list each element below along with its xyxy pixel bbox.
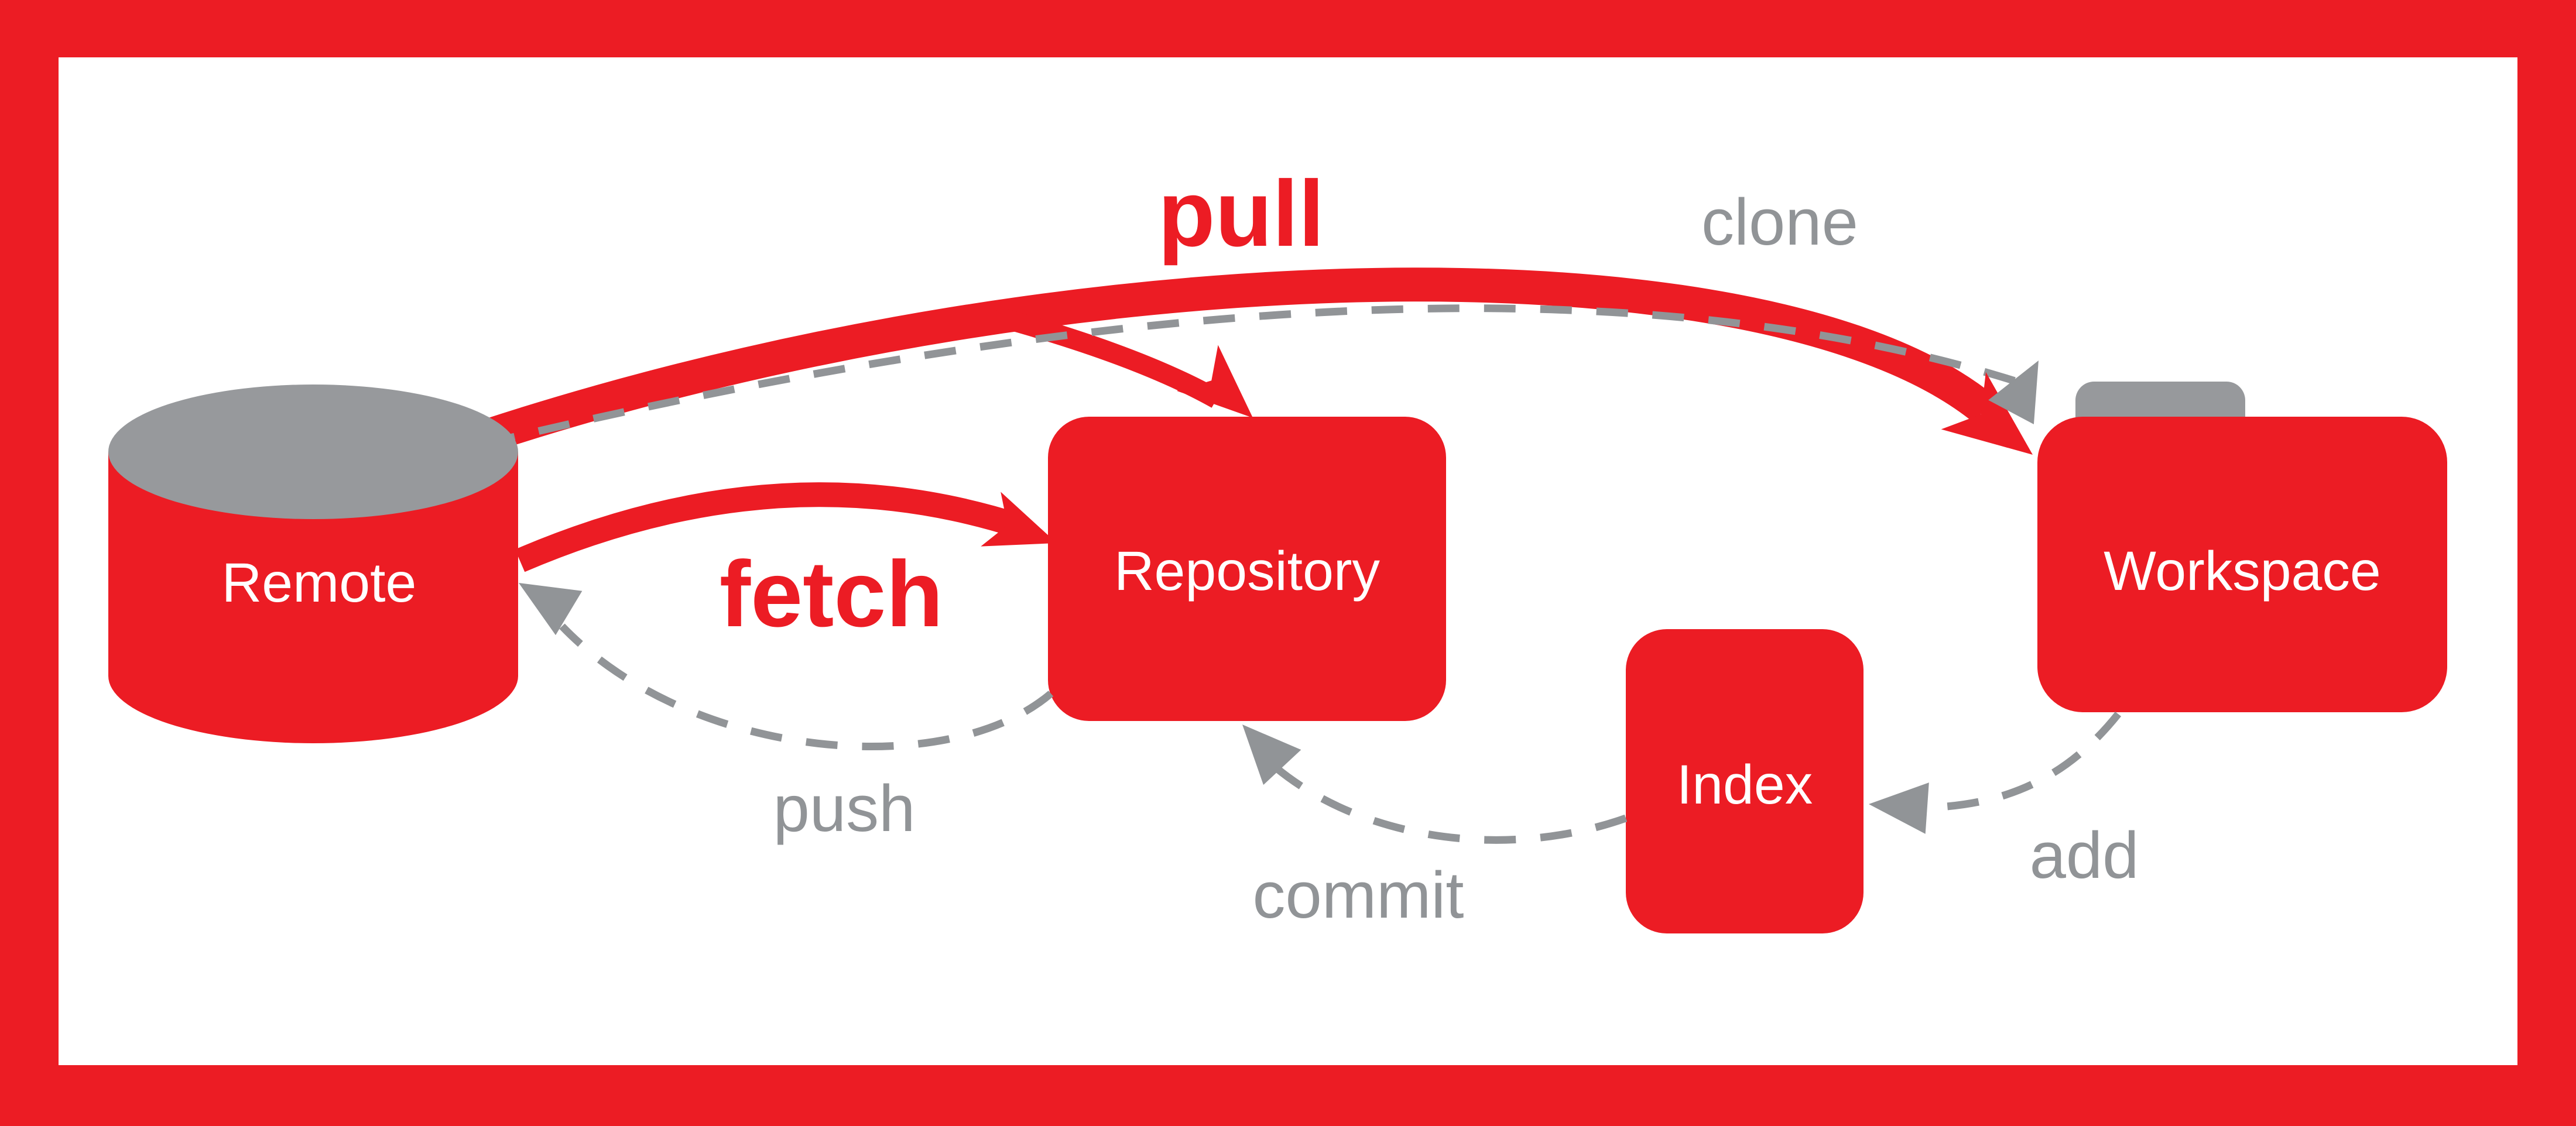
fetch-label: fetch bbox=[720, 541, 943, 646]
remote-label: Remote bbox=[222, 552, 417, 614]
pull-label: pull bbox=[1158, 161, 1324, 266]
edge-clone-arrowhead bbox=[1988, 361, 2039, 424]
node-workspace bbox=[2037, 382, 2447, 712]
commit-label: commit bbox=[1253, 859, 1464, 932]
clone-label: clone bbox=[1701, 186, 1858, 259]
edge-add-path bbox=[1869, 711, 2122, 834]
push-label: push bbox=[773, 772, 916, 845]
add-label: add bbox=[2030, 819, 2139, 892]
remote-cylinder-body bbox=[108, 452, 518, 743]
node-remote bbox=[108, 385, 518, 743]
workspace-label: Workspace bbox=[2104, 540, 2380, 602]
edge-pull-arrowheads bbox=[1176, 345, 2033, 455]
node-repository bbox=[1048, 417, 1446, 721]
edge-fetch-path bbox=[515, 482, 1057, 572]
edge-push-path bbox=[519, 583, 1054, 751]
remote-cylinder-top bbox=[108, 385, 518, 519]
workspace-folder-body bbox=[2037, 417, 2447, 712]
edge-commit-path bbox=[1242, 725, 1628, 844]
repository-label: Repository bbox=[1114, 540, 1381, 602]
node-index bbox=[1626, 629, 1864, 933]
edge-clone-path bbox=[374, 304, 2018, 475]
index-label: Index bbox=[1677, 754, 1813, 816]
